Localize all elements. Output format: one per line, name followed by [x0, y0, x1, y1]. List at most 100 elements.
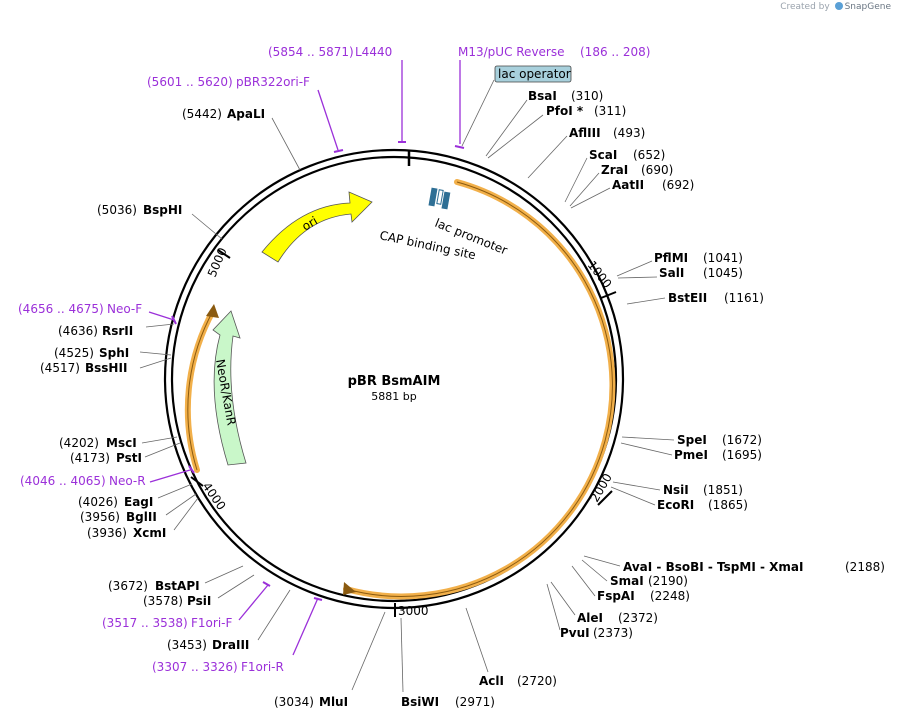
lac-operator-box[interactable] — [441, 191, 451, 210]
ori-label: ori — [300, 214, 321, 234]
sphi-leader — [139, 351, 172, 356]
backbone-inner — [170, 155, 618, 603]
bsteii-leader — [626, 297, 666, 305]
primer-f1r-name[interactable]: F1ori-R — [241, 660, 284, 674]
enzyme-zrai[interactable]: ZraI — [601, 163, 628, 177]
primer-l4440-range: (5854 .. 5871) — [268, 45, 354, 59]
tick-5000: 5000 — [205, 246, 230, 280]
neo-feature[interactable] — [212, 310, 247, 466]
enzyme-smai[interactable]: SmaI — [610, 574, 644, 588]
enzyme-psii[interactable]: PsiI — [187, 594, 211, 608]
enzyme-sphi[interactable]: SphI — [99, 346, 129, 360]
enzyme-psti[interactable]: PstI — [116, 451, 142, 465]
enzyme-xcmi-pos: (3936) — [87, 526, 127, 540]
smai-leader — [581, 559, 608, 582]
ori-feature[interactable] — [261, 191, 373, 263]
apali-leader — [271, 117, 301, 171]
primer-f1f-name[interactable]: F1ori-F — [191, 616, 232, 630]
primer-m13-name[interactable]: M13/pUC Reverse — [458, 45, 565, 59]
rsrii-leader — [145, 323, 175, 328]
enzyme-bsai[interactable]: BsaI — [528, 89, 557, 103]
alei-leader — [550, 581, 576, 616]
enzyme-mlui[interactable]: MluI — [319, 695, 348, 709]
enzyme-sphi-pos: (4525) — [54, 346, 94, 360]
enzyme-avai-group[interactable]: AvaI - BsoBI - TspMI - XmaI — [623, 560, 803, 574]
enzyme-pvui[interactable]: PvuI — [560, 626, 590, 640]
enzyme-acli[interactable]: AclI — [479, 674, 504, 688]
primer-neof-range: (4656 .. 4675) — [18, 302, 104, 316]
enzyme-pflmi[interactable]: PflMI — [654, 251, 688, 265]
primer-pbr-leader — [317, 89, 339, 151]
enzyme-draiii[interactable]: DraIII — [212, 638, 249, 652]
enzyme-draiii-pos: (3453) — [167, 638, 207, 652]
primer-f1r-leader — [292, 597, 319, 656]
primer-neor-name[interactable]: Neo-R — [109, 474, 146, 488]
lac-operator-tag[interactable] — [494, 65, 572, 83]
enzyme-pfoi[interactable]: PfoI * — [546, 104, 584, 118]
enzyme-msci[interactable]: MscI — [106, 436, 137, 450]
enzyme-nsii[interactable]: NsiI — [663, 483, 689, 497]
enzyme-bsphi[interactable]: BspHI — [143, 203, 182, 217]
primer-f1f-range: (3517 .. 3538) — [102, 616, 188, 630]
enzyme-bstapi-pos: (3672) — [108, 579, 148, 593]
enzyme-sali-pos: (1045) — [703, 266, 743, 280]
feature-arc-right-arrowhead — [343, 582, 356, 595]
enzyme-scai[interactable]: ScaI — [589, 148, 617, 162]
lac-promoter-box[interactable] — [428, 187, 438, 207]
enzyme-pvui-pos: (2373) — [593, 626, 633, 640]
enzyme-xcmi[interactable]: XcmI — [133, 526, 166, 540]
enzyme-msci-pos: (4202) — [59, 436, 99, 450]
enzyme-sali[interactable]: SalI — [659, 266, 684, 280]
enzyme-spei[interactable]: SpeI — [677, 433, 707, 447]
pvui-leader — [546, 583, 561, 631]
cap-site-box[interactable] — [436, 189, 444, 205]
psti-leader — [144, 442, 181, 458]
plasmid-name: pBR BsmAIM — [348, 374, 441, 389]
enzyme-scai-pos: (652) — [633, 148, 665, 162]
primer-neor-range: (4046 .. 4065) — [20, 474, 106, 488]
enzyme-fspai[interactable]: FspAI — [597, 589, 635, 603]
enzyme-psti-pos: (4173) — [70, 451, 110, 465]
enzyme-pflmi-pos: (1041) — [703, 251, 743, 265]
enzyme-ecori-pos: (1865) — [708, 498, 748, 512]
enzyme-bsteii[interactable]: BstEII — [668, 291, 707, 305]
enzyme-rsrii[interactable]: RsrII — [102, 324, 133, 338]
enzyme-bsshii[interactable]: BssHII — [85, 361, 127, 375]
primer-neof-name[interactable]: Neo-F — [107, 302, 142, 316]
enzyme-pmei[interactable]: PmeI — [674, 448, 708, 462]
bsshii-leader — [139, 357, 172, 369]
lac-operator-label: lac operator — [498, 67, 571, 81]
primer-neof-leader — [148, 311, 175, 321]
enzyme-bstapi[interactable]: BstAPI — [155, 579, 200, 593]
eagi-leader — [157, 483, 193, 499]
enzyme-aatii[interactable]: AatII — [612, 178, 644, 192]
enzyme-acli-pos: (2720) — [517, 674, 557, 688]
enzyme-bsteii-pos: (1161) — [724, 291, 764, 305]
avai-leader — [583, 555, 621, 567]
acli-leader — [465, 607, 489, 673]
enzyme-bglii[interactable]: BglII — [126, 510, 157, 524]
xcmi-leader — [173, 497, 199, 531]
enzyme-bsshii-pos: (4517) — [40, 361, 80, 375]
enzyme-ecori[interactable]: EcoRI — [657, 498, 694, 512]
nsii-leader — [612, 481, 661, 491]
enzyme-afliii-pos: (493) — [613, 126, 645, 140]
spei-leader — [621, 436, 675, 441]
primer-f1r-range: (3307 .. 3326) — [152, 660, 238, 674]
enzyme-bsiwi[interactable]: BsiWI — [401, 695, 439, 709]
brand-prefix: Created by — [780, 2, 830, 12]
enzyme-eagi[interactable]: EagI — [124, 495, 153, 509]
sali-leader — [617, 276, 658, 279]
primer-pbr-name[interactable]: pBR322ori-F — [236, 75, 310, 89]
enzyme-bsai-pos: (310) — [571, 89, 603, 103]
enzyme-apali[interactable]: ApaLI — [227, 107, 265, 121]
psii-leader — [217, 574, 255, 599]
brand-name: SnapGene — [844, 2, 891, 12]
enzyme-eagi-pos: (4026) — [78, 495, 118, 509]
snapgene-logo-icon — [834, 2, 843, 10]
primer-l4440-name[interactable]: L4440 — [355, 45, 392, 59]
enzyme-psii-pos: (3578) — [143, 594, 183, 608]
primer-pbr-range: (5601 .. 5620) — [147, 75, 233, 89]
enzyme-afliii[interactable]: AflIII — [569, 126, 601, 140]
enzyme-alei[interactable]: AleI — [577, 611, 603, 625]
